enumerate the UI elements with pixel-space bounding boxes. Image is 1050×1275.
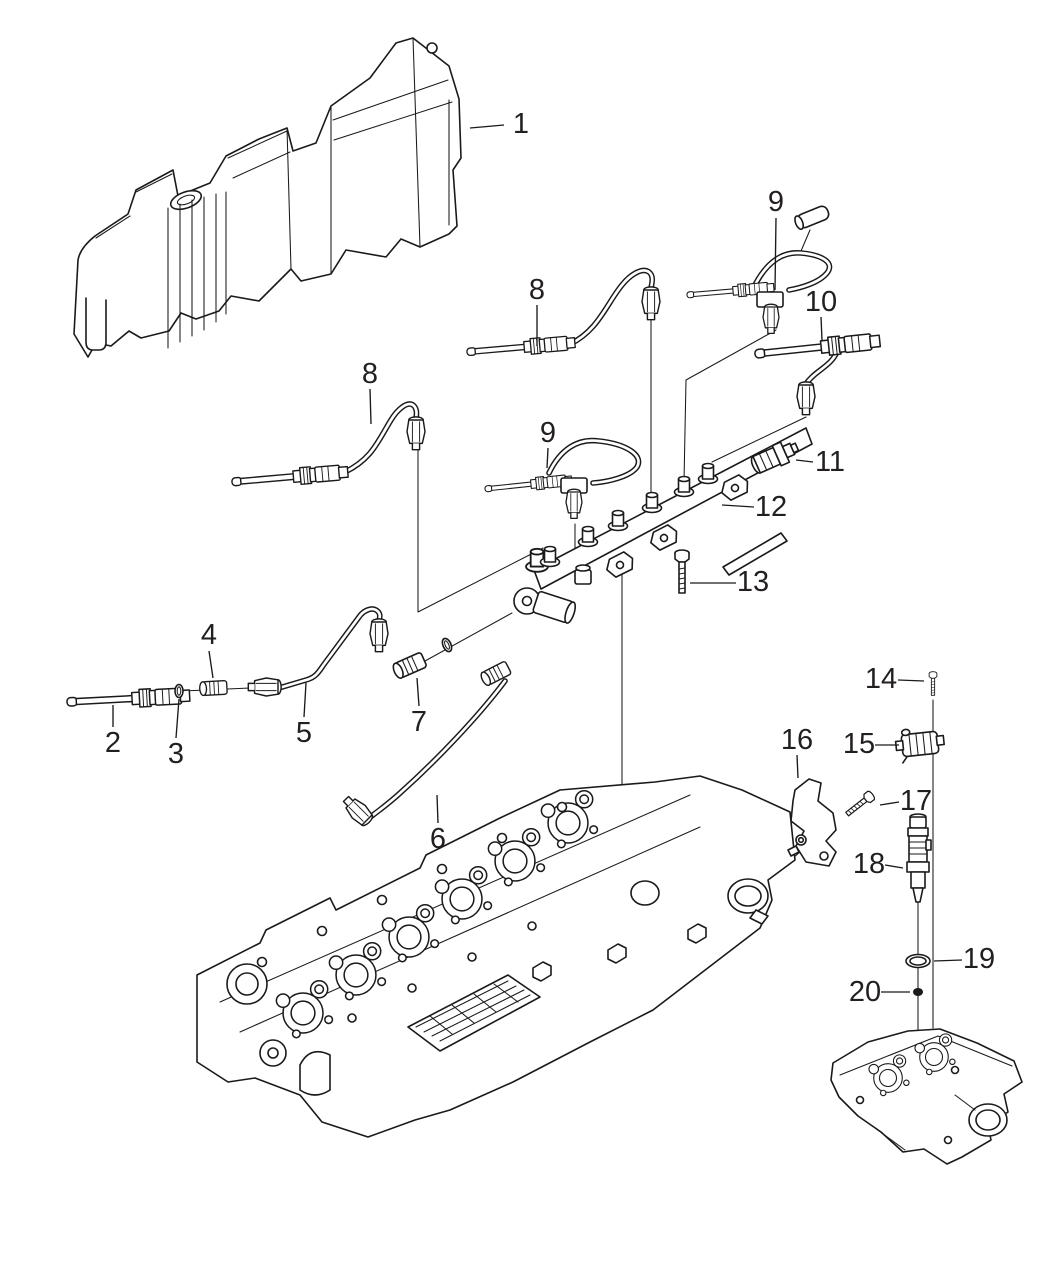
spacer-strip-drawing — [722, 532, 788, 576]
callout-5-label: 5 — [296, 717, 312, 749]
screw-17-drawing — [843, 789, 877, 819]
clamp-15-drawing — [894, 728, 945, 764]
callout-7-leader-line — [416, 677, 420, 707]
bracket-16-drawing — [787, 778, 837, 867]
callout-6-leader-line — [436, 794, 439, 824]
fuel-rail-drawing — [513, 427, 813, 624]
callout-15-label: 15 — [843, 728, 875, 760]
assembly-guide-lines — [159, 229, 934, 1041]
callout-18-label: 18 — [853, 848, 885, 880]
callout-1-label: 1 — [513, 108, 529, 140]
injector-18-drawing — [906, 813, 932, 903]
fuel-line-5-drawing — [247, 606, 389, 697]
callout-20-label: 20 — [849, 976, 881, 1008]
injector-cap-drawing — [794, 205, 830, 231]
callout-19-label: 19 — [963, 943, 995, 975]
engine-cover-drawing — [73, 37, 462, 358]
callout-12-leader-line — [721, 504, 755, 508]
oring-19-drawing — [905, 953, 931, 969]
callout-16-label: 16 — [781, 724, 813, 756]
bolt-14-drawing — [928, 671, 938, 696]
injector-9-mid-drawing — [483, 437, 642, 520]
callout-8-label: 8 — [362, 358, 378, 390]
oring-3-drawing — [174, 683, 184, 699]
bolt-13-drawing — [674, 549, 690, 594]
callout-9-leader-line — [546, 447, 549, 469]
injector-10-drawing — [753, 331, 882, 416]
plug-7-drawing — [390, 637, 453, 681]
injector-9-top-drawing — [685, 250, 833, 335]
fuel-line-6-drawing — [338, 660, 513, 830]
callout-18-leader-line — [884, 864, 904, 869]
fitting-4-drawing — [198, 679, 228, 697]
cylinder-head-section-drawing — [830, 1028, 1023, 1165]
callout-9-label: 9 — [540, 417, 556, 449]
callout-9-leader-line — [774, 217, 777, 291]
callout-11-leader-line — [795, 459, 814, 463]
callout-14-label: 14 — [865, 663, 897, 695]
cylinder-head-main-drawing — [196, 775, 796, 1138]
callout-8-label: 8 — [529, 274, 545, 306]
callout-11-label: 11 — [815, 446, 845, 478]
callout-3-leader-line — [175, 698, 180, 739]
callout-19-leader-line — [933, 959, 963, 962]
callout-6-label: 6 — [430, 823, 446, 855]
callout-4-label: 4 — [201, 619, 217, 651]
callout-10-label: 10 — [805, 286, 837, 318]
callout-10-leader-line — [820, 316, 823, 341]
callout-4-leader-line — [208, 650, 214, 679]
callout-9-label: 9 — [768, 186, 784, 218]
callout-16-leader-line — [796, 754, 799, 779]
callout-5-leader-line — [303, 682, 307, 718]
callout-2-label: 2 — [105, 727, 121, 759]
injector-8-top-drawing — [465, 267, 661, 361]
callout-17-leader-line — [879, 801, 900, 806]
callout-17-label: 17 — [900, 785, 932, 817]
callout-8-leader-line — [369, 388, 372, 425]
callout-14-leader-line — [897, 679, 925, 682]
callout-12-label: 12 — [755, 491, 787, 523]
callout-3-label: 3 — [168, 738, 184, 770]
pressure-sensor-11-drawing — [750, 441, 800, 474]
injector-8-left-drawing — [230, 401, 426, 492]
seal-20-drawing — [913, 988, 923, 996]
callout-13-label: 13 — [737, 566, 769, 598]
callout-7-label: 7 — [411, 706, 427, 738]
callout-1-leader-line — [469, 124, 505, 129]
injector-tube-2-drawing — [65, 686, 191, 712]
